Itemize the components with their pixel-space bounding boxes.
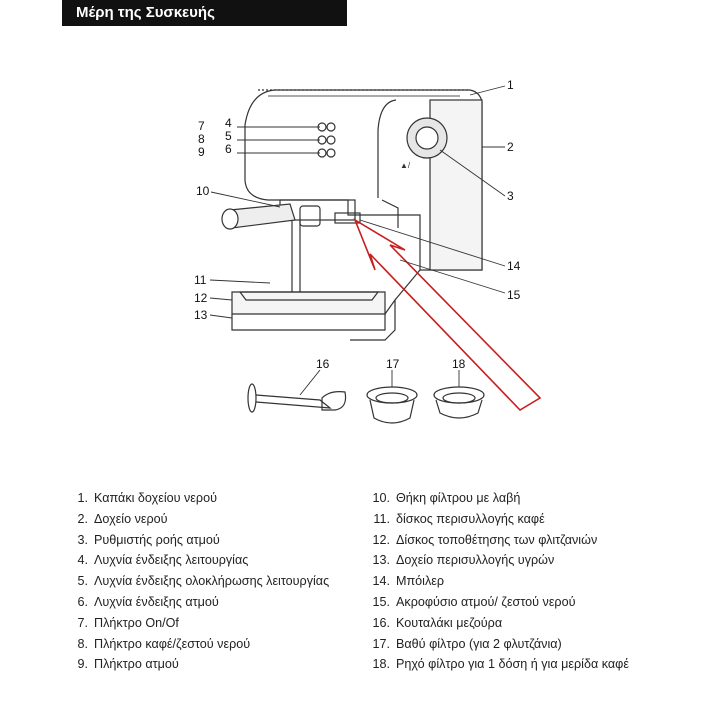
callout-9: 9 — [198, 145, 205, 159]
callout-6: 6 — [225, 142, 232, 156]
list-item: 1.Καπάκι δοχείου νερού — [77, 491, 217, 505]
svg-text:▲/: ▲/ — [400, 161, 411, 170]
list-item: 12.Δίσκος τοποθέτησης των φλιτζανιών — [372, 532, 598, 547]
callout-16: 16 — [316, 357, 330, 371]
section-title: Μέρη της Συσκευής — [62, 0, 347, 26]
callout-8: 8 — [198, 132, 205, 146]
portafilter-handle — [229, 203, 296, 229]
callout-10: 10 — [196, 184, 210, 198]
callout-17: 17 — [386, 357, 400, 371]
callout-7: 7 — [198, 119, 205, 133]
callout-15: 15 — [507, 288, 521, 302]
list-item: 3.Ρυθμιστής ροής ατμού — [77, 532, 220, 547]
callout-14: 14 — [507, 259, 521, 273]
callout-3: 3 — [507, 189, 514, 203]
appliance-diagram: ▲/ — [194, 78, 542, 424]
callout-18: 18 — [452, 357, 466, 371]
list-item: 4.Λυχνία ένδειξης λειτουργίας — [77, 553, 249, 568]
parts-column-left: 1.Καπάκι δοχείου νερού 2.Δοχείο νερού 3.… — [70, 490, 340, 677]
list-item: 5.Λυχνία ένδειξης ολοκλήρωσης λειτουργία… — [77, 574, 330, 589]
callout-2: 2 — [507, 140, 514, 154]
list-item: 17.Βαθύ φίλτρο (για 2 φλυτζάνια) — [372, 636, 562, 651]
callout-4: 4 — [225, 116, 232, 130]
callout-11: 11 — [194, 273, 207, 287]
list-item: 11.δίσκος περισυλλογής καφέ — [373, 511, 545, 526]
list-item: 18.Ρηχό φίλτρο για 1 δόση ή για μερίδα κ… — [372, 657, 629, 672]
measuring-spoon — [247, 383, 257, 413]
shallow-filter — [433, 386, 485, 419]
deep-filter — [366, 386, 418, 424]
list-item: 9.Πλήκτρο ατμού — [77, 657, 179, 672]
parts-column-right: 10.Θήκη φίλτρου με λαβή 11.δίσκος περισυ… — [366, 490, 666, 677]
list-item: 13.Δοχείο περισυλλογής υγρών — [372, 553, 555, 568]
list-item: 8.Πλήκτρο καφέ/ζεστού νερού — [77, 636, 251, 651]
list-item: 16.Κουταλάκι μεζούρα — [372, 615, 503, 630]
callout-13: 13 — [194, 308, 208, 322]
list-item: 6.Λυχνία ένδειξης ατμού — [77, 594, 219, 609]
list-item: 2.Δοχείο νερού — [77, 511, 168, 526]
list-item: 7.Πλήκτρο On/Of — [77, 615, 179, 630]
red-pointer-arrow — [353, 218, 542, 412]
list-item: 14.Μπόιλερ — [372, 574, 445, 589]
drip-tray — [231, 291, 386, 315]
list-item: 10.Θήκη φίλτρου με λαβή — [372, 491, 521, 505]
callout-1: 1 — [507, 78, 514, 92]
callout-12: 12 — [194, 291, 208, 305]
list-item: 15.Ακροφύσιο ατμού/ ζεστού νερού — [372, 594, 576, 609]
callout-5: 5 — [225, 129, 232, 143]
